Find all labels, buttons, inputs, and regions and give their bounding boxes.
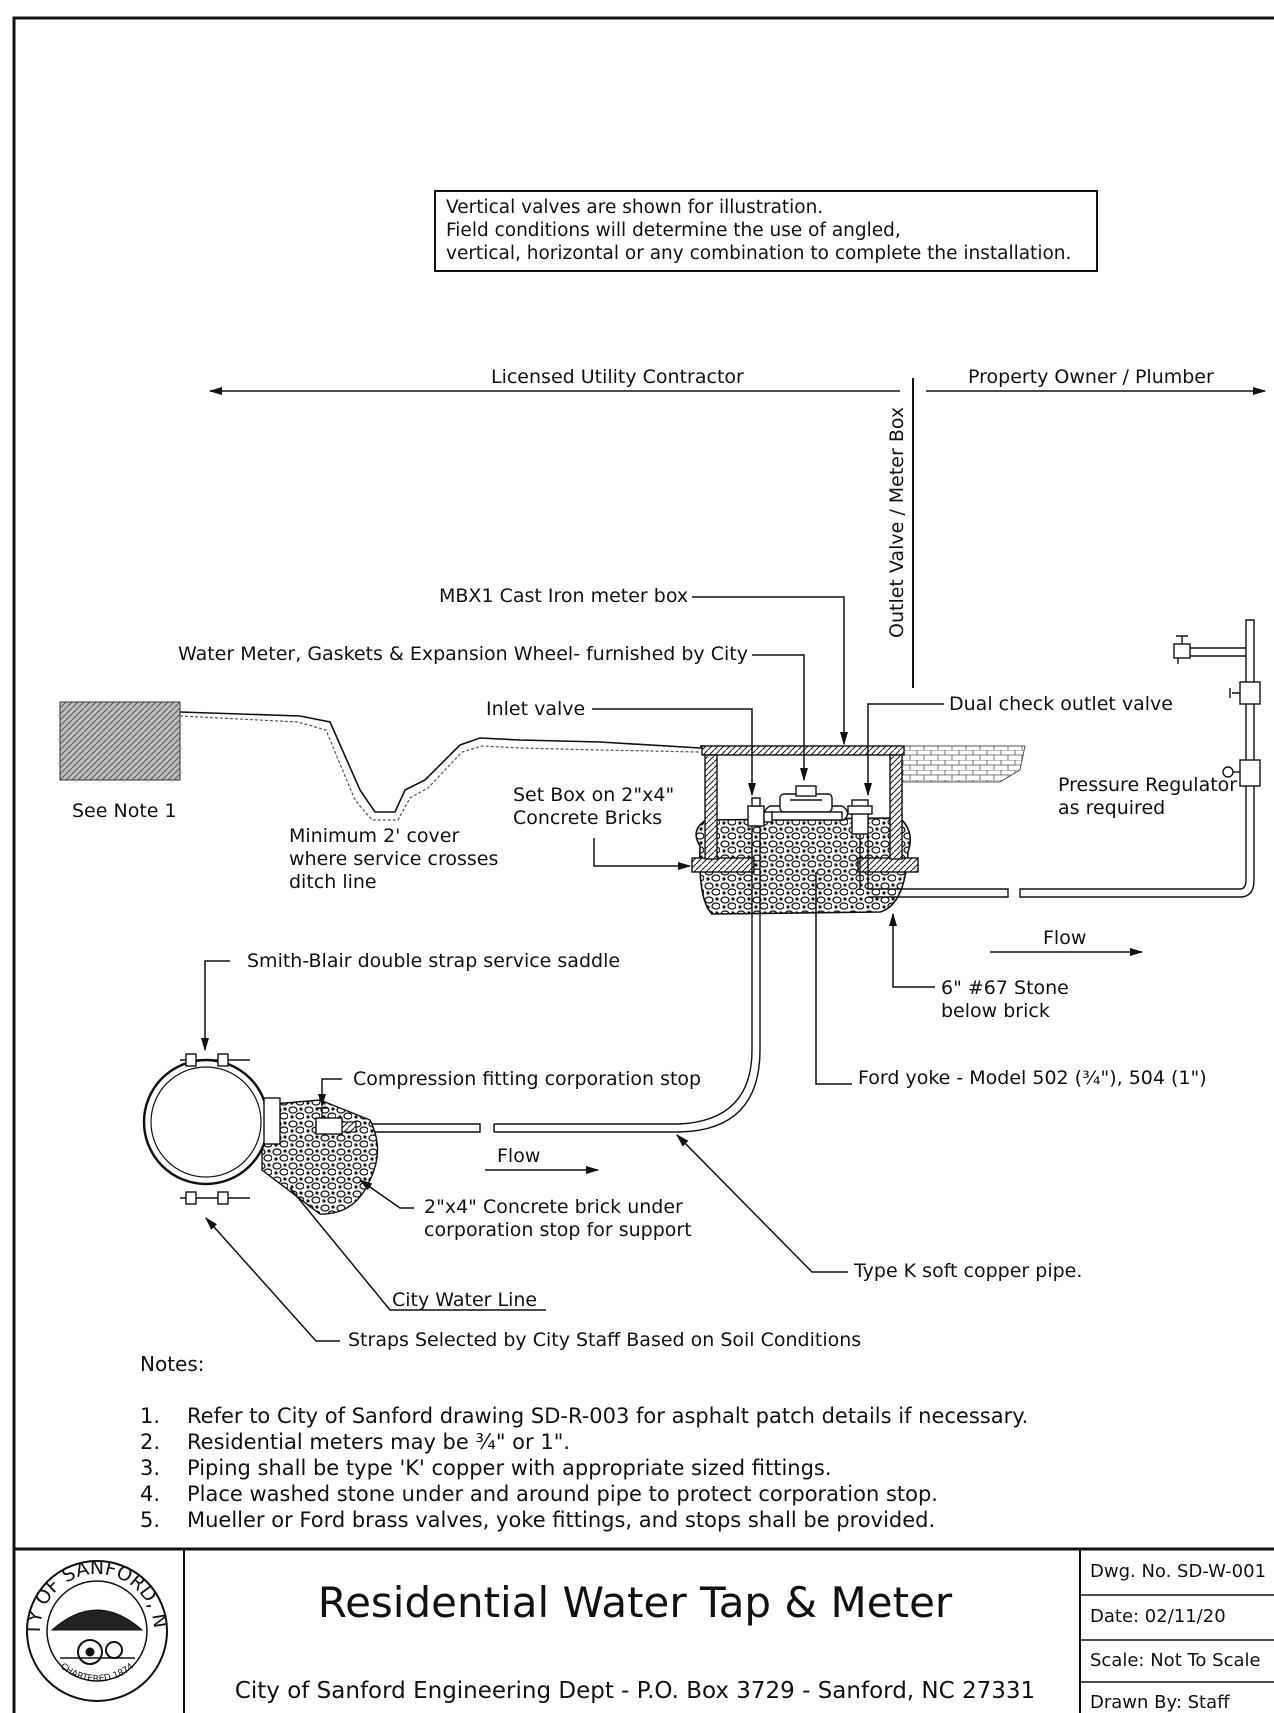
note-item: 4. Place washed stone under and around pi… (140, 1481, 1028, 1507)
leader-saddle (200, 960, 230, 1052)
leader-set-box (593, 838, 692, 871)
drawing-scale: Scale: Not To Scale (1090, 1650, 1261, 1671)
soil-block-left (59, 701, 181, 781)
note-item: 1. Refer to City of Sanford drawing SD-R-… (140, 1403, 1028, 1429)
drawing-date: Date: 02/11/20 (1090, 1606, 1226, 1627)
note-number: 4. (140, 1482, 161, 1506)
label-line: Set Box on 2"x4" (513, 784, 675, 806)
notes-list: 1. Refer to City of Sanford drawing SD-R-… (140, 1403, 1028, 1533)
label-city-water-line: City Water Line (392, 1289, 538, 1311)
brick-right (857, 857, 919, 873)
label-see-note: See Note 1 (72, 800, 177, 822)
hose-bib (1173, 635, 1246, 664)
water-meter (763, 785, 849, 821)
label-line: 2"x4" Concrete brick under (424, 1196, 683, 1218)
note-number: 1. (140, 1404, 161, 1428)
note-line: vertical, horizontal or any combination … (446, 243, 1072, 264)
label-water-meter: Water Meter, Gaskets & Expansion Wheel- … (178, 643, 748, 665)
note-text: Refer to City of Sanford drawing SD-R-00… (187, 1404, 1029, 1428)
ground-surface-lower (179, 715, 701, 821)
paving-right (899, 745, 1026, 783)
leader-inlet-valve (592, 708, 757, 797)
water-main (142, 1053, 379, 1215)
seal-text-bottom: CHARTERED 1874 (58, 1662, 136, 1685)
label-flow-upper: Flow (1043, 927, 1087, 949)
leader-copper (676, 1134, 848, 1273)
city-seal-logo (26, 1560, 168, 1702)
drawing-title: Residential Water Tap & Meter (317, 1578, 953, 1627)
note-text: Piping shall be type 'K' copper with app… (187, 1456, 832, 1480)
leader-ford-yoke (815, 872, 852, 1085)
property-pipe-a (868, 888, 1009, 898)
zone-divider-label: Outlet Valve / Meter Box (886, 406, 908, 638)
note-item: 3. Piping shall be type 'K' copper with a… (140, 1455, 1028, 1481)
label-set-box: Set Box on 2"x4" Concrete Bricks (513, 784, 674, 830)
note-text: Place washed stone under and around pipe… (187, 1482, 938, 1506)
drawing-author: Drawn By: Staff (1090, 1692, 1230, 1713)
note-number: 5. (140, 1508, 161, 1532)
label-stone: 6" #67 Stone below brick (941, 977, 1069, 1023)
zone-label-contractor: Licensed Utility Contractor (491, 366, 744, 388)
label-line: below brick (941, 1000, 1050, 1022)
note-line: Field conditions will determine the use … (446, 220, 901, 241)
label-line: Minimum 2' cover (289, 825, 460, 847)
label-corp-stop: Compression fitting corporation stop (353, 1068, 702, 1090)
note-item: 2. Residential meters may be ¾" or 1". (140, 1429, 1028, 1455)
brick-left (691, 857, 755, 873)
note-item: 5. Mueller or Ford brass valves, yoke fit… (140, 1507, 1028, 1533)
label-ford-yoke: Ford yoke - Model 502 (¾"), 504 (1") (858, 1067, 1207, 1089)
leader-straps (205, 1216, 340, 1342)
notes-title: Notes: (140, 1352, 205, 1376)
ground-surface (179, 711, 706, 813)
label-flow-lower: Flow (497, 1145, 541, 1167)
dual-check-valve (847, 799, 873, 835)
note-number: 2. (140, 1430, 161, 1454)
label-saddle: Smith-Blair double strap service saddle (247, 950, 621, 972)
label-pressure-regulator: Pressure Regulator as required (1058, 774, 1237, 820)
label-line: as required (1058, 797, 1166, 819)
leader-dual-check (863, 703, 944, 797)
service-pipe (339, 1049, 761, 1133)
illustration-note-box: Vertical valves are shown for illustrati… (434, 190, 1098, 272)
leader-brick (358, 1179, 414, 1209)
leader-meter-box (692, 596, 849, 746)
label-line: 6" #67 Stone (941, 977, 1069, 999)
label-corp-brick: 2"x4" Concrete brick under corporation s… (424, 1196, 692, 1242)
label-line: Concrete Bricks (513, 807, 663, 829)
label-copper-pipe: Type K soft copper pipe. (854, 1260, 1083, 1282)
drawing-subtitle: City of Sanford Engineering Dept - P.O. … (234, 1678, 1036, 1704)
inlet-valve (747, 797, 773, 827)
sheet-border (12, 16, 1274, 1713)
leader-stone (888, 912, 935, 988)
label-line: where service crosses (289, 848, 499, 870)
label-straps: Straps Selected by City Staff Based on S… (348, 1329, 862, 1351)
label-line: ditch line (289, 871, 377, 893)
outlet-riser (859, 834, 869, 890)
note-number: 3. (140, 1456, 161, 1480)
meter-box (701, 745, 905, 860)
label-line: corporation stop for support (424, 1219, 692, 1241)
pressure-regulator (1222, 759, 1261, 787)
property-pipe-b (1019, 619, 1255, 898)
zone-label-owner: Property Owner / Plumber (968, 366, 1214, 388)
label-minimum-cover: Minimum 2' cover where service crosses d… (289, 825, 498, 894)
label-inlet-valve: Inlet valve (486, 698, 586, 720)
note-text: Mueller or Ford brass valves, yoke fitti… (187, 1508, 936, 1532)
drawing-number: Dwg. No. SD-W-001 (1090, 1561, 1267, 1582)
title-block (14, 1547, 1274, 1713)
note-line: Vertical valves are shown for illustrati… (446, 197, 824, 218)
note-text: Residential meters may be ¾" or 1". (187, 1430, 571, 1454)
leader-city-line (289, 1187, 546, 1311)
label-dual-check: Dual check outlet valve (949, 693, 1173, 715)
stone-bed (695, 817, 911, 915)
label-line: Pressure Regulator (1058, 774, 1238, 796)
shutoff-valve (1229, 681, 1261, 705)
leader-water-meter (752, 654, 809, 782)
label-meter-box: MBX1 Cast Iron meter box (439, 585, 689, 607)
leader-corp-stop (317, 1078, 342, 1108)
